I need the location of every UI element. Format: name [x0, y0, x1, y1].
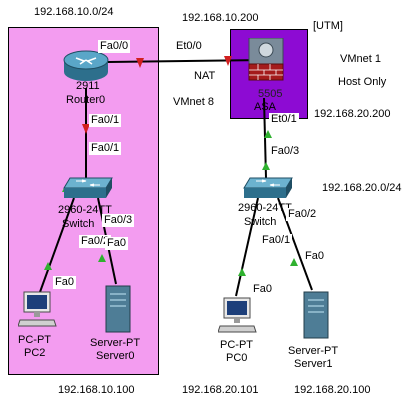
- asa-inside-ip-label: 192.168.20.200: [314, 108, 391, 120]
- asa-device[interactable]: [246, 38, 286, 84]
- pc0-model-label: PC-PT: [220, 339, 253, 351]
- port-label-swr-fa0-1: Fa0/1: [260, 234, 293, 247]
- link-switch-right-pc0: [235, 197, 259, 297]
- asa-model-label: 5505: [258, 88, 283, 100]
- switch-left-device[interactable]: [60, 176, 116, 200]
- vmnet8-label: VMnet 8: [173, 96, 214, 108]
- server0-model-label: Server-PT: [90, 337, 141, 349]
- port-label-swr-fa0-3: Fa0/3: [269, 145, 302, 158]
- pc-icon: [18, 291, 57, 327]
- host-only-label: Host Only: [338, 76, 387, 88]
- link-up-marker: [238, 268, 246, 276]
- pc2-ip-label: 192.168.10.100: [58, 384, 135, 396]
- port-label-pc2-fa0: Fa0: [53, 276, 76, 289]
- port-label-pc0-fa0: Fa0: [251, 283, 274, 296]
- pc-icon: [218, 297, 257, 333]
- pc2-model-label: PC-PT: [18, 334, 51, 346]
- link-down-marker: [136, 58, 144, 68]
- asa-name-label: ASA: [254, 101, 277, 113]
- port-label-swl-fa0-3: Fa0/3: [102, 214, 135, 227]
- link-switch-right-server1: [277, 197, 313, 291]
- pc2-device[interactable]: [18, 290, 58, 330]
- port-label-router-fa0-1: Fa0/1: [89, 114, 122, 127]
- right-subnet-label: 192.168.20.0/24: [322, 182, 402, 194]
- nat-label: NAT: [194, 70, 216, 82]
- switch-icon: [243, 177, 293, 198]
- server0-name-label: Server0: [96, 350, 135, 362]
- server-icon: [105, 285, 131, 333]
- utm-tag-label: [UTM]: [313, 20, 343, 32]
- router-name-label: Router0: [66, 94, 106, 106]
- port-label-swl-fa0-1: Fa0/1: [89, 142, 122, 155]
- server1-name-label: Server1: [294, 358, 333, 370]
- server-icon: [303, 291, 329, 339]
- link-up-marker: [264, 130, 272, 138]
- server1-model-label: Server-PT: [288, 345, 339, 357]
- switch-right-device[interactable]: [240, 176, 296, 200]
- link-up-marker: [98, 254, 106, 262]
- link-switch-left-pc2: [39, 197, 75, 293]
- server0-device[interactable]: [104, 284, 132, 334]
- link-up-marker: [44, 262, 52, 270]
- switch-left-name-label: Switch: [62, 218, 95, 230]
- vmnet1-label: VMnet 1: [340, 53, 381, 65]
- firewall-icon: [248, 38, 284, 81]
- link-router-asa: [107, 59, 269, 63]
- server1-ip-label: 192.168.20.100: [294, 384, 371, 396]
- switch-icon: [63, 177, 113, 198]
- port-label-asa-et0-0: Et0/0: [174, 40, 204, 53]
- port-label-asa-et0-1: Et0/1: [269, 113, 299, 126]
- link-down-marker: [224, 56, 232, 66]
- server1-device[interactable]: [302, 290, 330, 340]
- router-model-label: 2911: [76, 80, 100, 92]
- utm-outside-ip-label: 192.168.10.200: [182, 12, 259, 24]
- left-subnet-label: 192.168.10.0/24: [34, 6, 114, 18]
- switch-right-name-label: Switch: [244, 216, 277, 228]
- pc0-ip-label: 192.168.20.101: [182, 384, 259, 396]
- port-label-server0-fa0: Fa0: [105, 237, 128, 250]
- zone-left-network: [8, 27, 159, 375]
- link-up-marker: [262, 162, 270, 170]
- link-down-marker: [82, 124, 90, 134]
- link-up-marker: [290, 258, 298, 266]
- port-label-router-fa0-0: Fa0/0: [98, 40, 131, 53]
- port-label-server1-fa0: Fa0: [303, 250, 326, 263]
- pc2-name-label: PC2: [24, 347, 46, 359]
- pc0-device[interactable]: [218, 296, 258, 336]
- switch-left-model-label: 2960-24TT: [58, 204, 112, 216]
- router-icon: [63, 50, 109, 81]
- port-label-swl-fa0-2: Fa0/2: [79, 235, 112, 248]
- pc0-name-label: PC0: [226, 352, 248, 364]
- router-device[interactable]: [58, 42, 114, 86]
- switch-right-model-label: 2960-24TT: [238, 202, 292, 214]
- port-label-swr-fa0-2: Fa0/2: [286, 208, 319, 221]
